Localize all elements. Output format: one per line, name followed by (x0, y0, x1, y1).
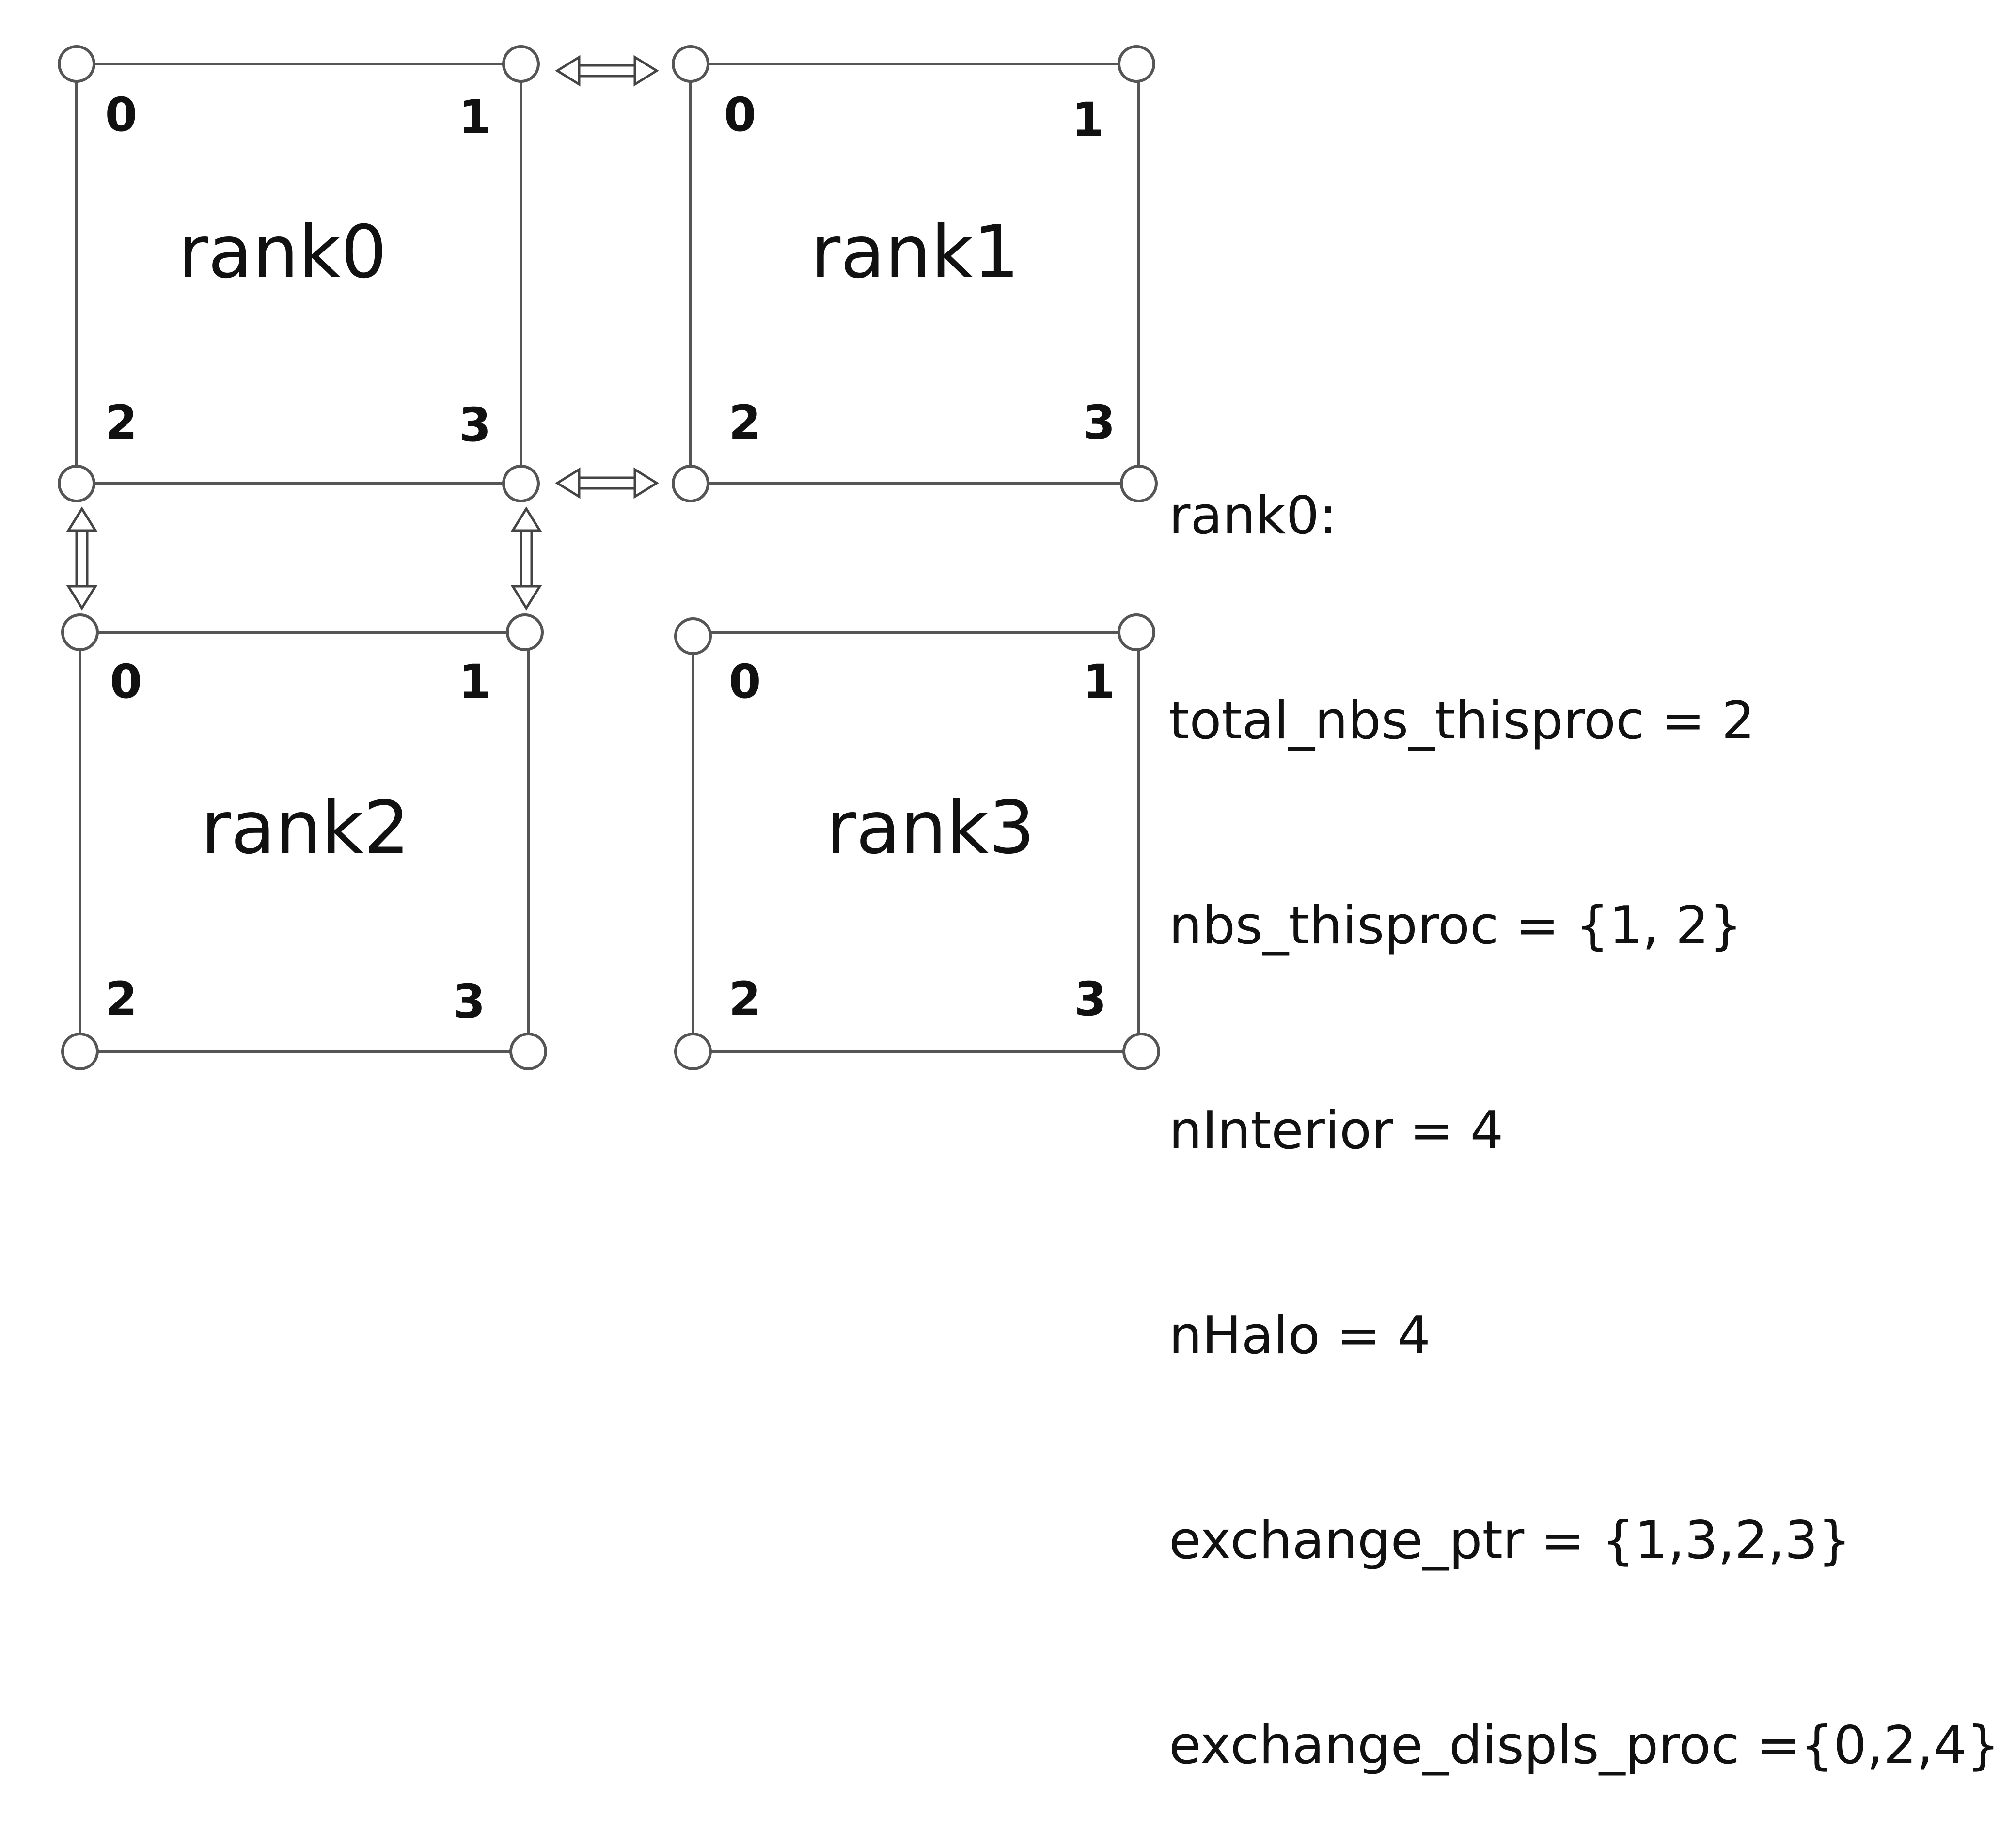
rank0-corner-3-label: 3 (459, 398, 491, 452)
rank1-node-2 (672, 465, 709, 502)
rank2-node-1 (506, 613, 544, 651)
rank2-node-2 (61, 1033, 99, 1070)
rank1-corner-3-label: 3 (1083, 395, 1116, 450)
rank1-corner-1-label: 1 (1072, 93, 1104, 147)
info-line-total-nbs: total_nbs_thisproc = 2 (1169, 690, 1755, 751)
rank0-corner-0-label: 0 (105, 88, 138, 142)
info-line-exchange-displs: exchange_displs_proc ={0,2,4} (1169, 1715, 2000, 1776)
rank1-node-3 (1120, 465, 1158, 502)
rank3-node-1 (1118, 613, 1155, 651)
rank3-label: rank3 (826, 786, 1035, 870)
rank2-node-0 (61, 613, 99, 651)
rank3-corner-2-label: 2 (729, 972, 761, 1026)
rank0-block: rank0 0 1 2 3 (58, 45, 540, 502)
info-title: rank0: (1169, 485, 1337, 546)
rank1-block: rank1 0 1 2 3 (672, 45, 1158, 502)
rank0-label: rank0 (178, 210, 387, 295)
info-line-exchange-ptr: exchange_ptr = {1,3,2,3} (1169, 1510, 1851, 1571)
rank2-corner-3-label: 3 (453, 974, 486, 1029)
rank2-label: rank2 (201, 786, 410, 870)
rank3-node-2 (674, 1033, 712, 1070)
info-line-nbs-thisproc: nbs_thisproc = {1, 2} (1169, 895, 1743, 956)
rank2-corner-0-label: 0 (110, 655, 142, 709)
rank2-corner-1-label: 1 (459, 655, 491, 709)
rank0-node-1 (502, 45, 540, 83)
rank0-node-0 (58, 45, 95, 83)
rank2-block: rank2 0 1 2 3 (61, 613, 547, 1070)
info-line-ninterior: nInterior = 4 (1169, 1100, 1504, 1161)
rank0-corner-1-label: 1 (459, 90, 491, 144)
rank3-corner-3-label: 3 (1074, 972, 1107, 1026)
rank0-info-panel: rank0: total_nbs_thisproc = 2 nbs_thispr… (1169, 345, 2000, 1848)
exchange-arrow-top-horizontal (555, 55, 659, 87)
info-line-nhalo: nHalo = 4 (1169, 1305, 1431, 1366)
exchange-arrow-bottom-horizontal (555, 467, 659, 499)
rank3-corner-1-label: 1 (1083, 655, 1116, 709)
rank0-frame (75, 63, 522, 485)
rank0-corner-2-label: 2 (105, 395, 138, 450)
rank1-node-1 (1118, 45, 1155, 83)
rank3-frame (692, 631, 1140, 1053)
exchange-arrow-left-vertical (66, 506, 98, 611)
rank1-corner-2-label: 2 (729, 395, 761, 450)
exchange-arrow-right-vertical (510, 506, 542, 611)
rank0-node-2 (58, 465, 95, 502)
rank3-node-3 (1122, 1033, 1160, 1070)
rank2-frame (79, 631, 530, 1053)
rank1-frame (689, 63, 1140, 485)
rank3-node-0 (674, 617, 712, 655)
rank1-label: rank1 (811, 210, 1020, 295)
rank3-corner-0-label: 0 (729, 655, 761, 709)
rank2-node-3 (509, 1033, 547, 1070)
rank1-corner-0-label: 0 (724, 88, 756, 142)
rank2-corner-2-label: 2 (105, 972, 138, 1026)
rank3-block: rank3 0 1 2 3 (674, 613, 1160, 1070)
rank0-node-3 (502, 465, 540, 502)
rank1-node-0 (672, 45, 709, 83)
rank-exchange-diagram: rank0 0 1 2 3 rank1 0 1 2 3 rank2 0 1 2 … (58, 45, 1160, 1070)
